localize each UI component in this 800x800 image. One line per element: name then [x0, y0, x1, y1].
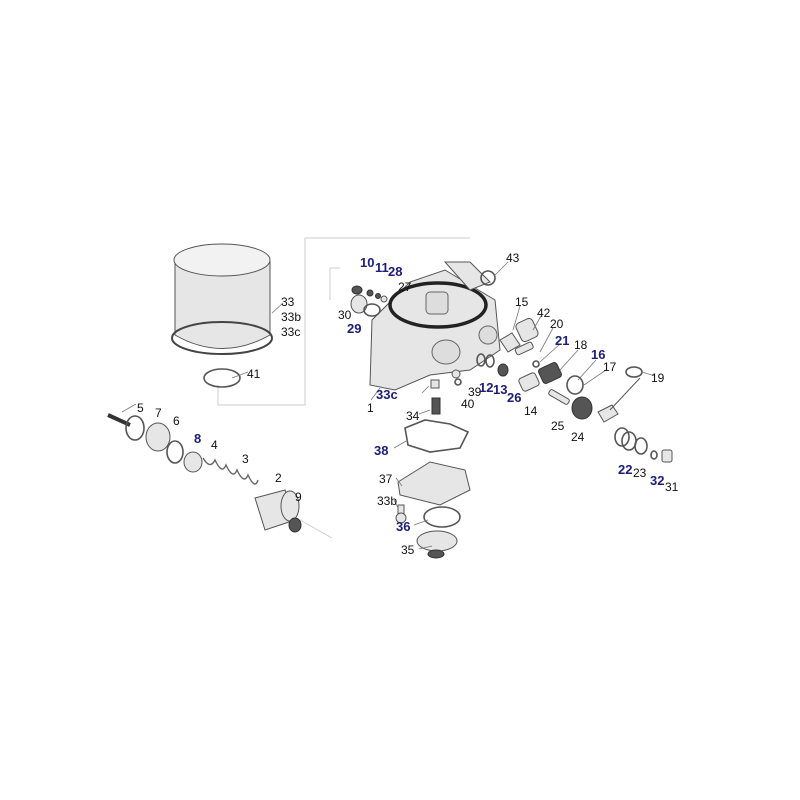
group-frame — [304, 237, 470, 330]
lower-parts — [395, 369, 471, 559]
label-6: 6 — [173, 414, 180, 428]
label-13: 13 — [493, 382, 507, 397]
label-11: 11 — [375, 260, 389, 275]
label-1: 1 — [367, 401, 374, 415]
label-39: 37 — [379, 472, 393, 486]
ring-29 — [363, 303, 381, 317]
label-33b: 33b — [281, 310, 301, 324]
label-15: 15 — [515, 295, 529, 309]
part-11 — [366, 289, 374, 297]
label-38: 36 — [396, 519, 410, 534]
group-frame — [299, 519, 333, 539]
label-24: 24 — [571, 430, 585, 444]
leader-lines — [121, 261, 656, 550]
label-21: 21 — [555, 333, 569, 348]
valve-parts — [476, 317, 673, 463]
label-10: 10 — [360, 255, 374, 270]
label-40: 38 — [374, 443, 388, 458]
label-17: 17 — [603, 360, 617, 374]
label-35: 33c — [376, 387, 398, 402]
group-frame — [217, 330, 306, 406]
group-frame — [329, 267, 340, 300]
part-30 — [350, 294, 368, 314]
o-ring-45 — [480, 270, 496, 286]
label-8: 8 — [194, 431, 201, 446]
part-27 — [380, 295, 388, 303]
label-44: 42 — [537, 306, 551, 320]
label-5: 5 — [137, 401, 144, 415]
label-32: 32 — [650, 473, 664, 488]
label-34: 33b — [377, 494, 397, 508]
label-20: 20 — [550, 317, 564, 331]
label-37: 35 — [401, 543, 415, 557]
part-28 — [375, 293, 381, 299]
filter-cartridge — [171, 243, 273, 355]
part-10 — [351, 285, 363, 295]
label-22: 22 — [618, 462, 632, 477]
label-26: 26 — [507, 390, 521, 405]
label-33: 33 — [281, 295, 295, 309]
label-3: 3 — [242, 452, 249, 466]
label-4: 4 — [211, 438, 218, 452]
label-30: 30 — [338, 308, 352, 322]
label-2: 2 — [275, 471, 282, 485]
housing — [369, 261, 501, 391]
label-16: 16 — [591, 347, 605, 362]
label-42: 40 — [461, 397, 475, 411]
label-43: 41 — [247, 367, 261, 381]
label-27: 27 — [398, 280, 412, 294]
label-7: 7 — [155, 406, 162, 420]
seal-ring-43 — [203, 368, 241, 388]
label-33c: 33c — [281, 325, 300, 339]
label-12: 12 — [479, 380, 493, 395]
label-9: 9 — [295, 490, 302, 504]
label-29: 29 — [347, 321, 361, 336]
label-36: 34 — [406, 409, 420, 423]
label-18: 18 — [574, 338, 588, 352]
label-14: 14 — [524, 404, 538, 418]
piston-assembly — [107, 413, 302, 533]
label-28: 28 — [388, 264, 402, 279]
label-19: 19 — [651, 371, 665, 385]
label-31: 31 — [665, 480, 679, 494]
label-23: 23 — [633, 466, 647, 480]
label-25: 25 — [551, 419, 565, 433]
label-45: 43 — [506, 251, 520, 265]
label-41: 39 — [468, 385, 482, 399]
